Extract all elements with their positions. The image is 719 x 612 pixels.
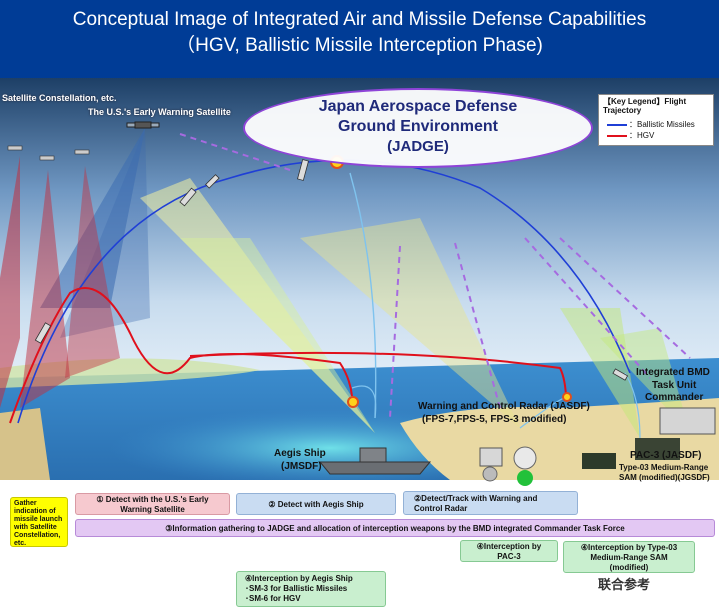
bmd-commander-line-3: Commander bbox=[645, 392, 704, 403]
step2b-line-2: Control Radar bbox=[414, 504, 468, 513]
legend: 【Key Legend】Flight Trajectory ：Ballistic… bbox=[598, 94, 714, 146]
gather-line-3: missile launch bbox=[14, 516, 63, 523]
gather-line-1: Gather bbox=[14, 500, 37, 507]
step4b-line-2: Medium-Range SAM bbox=[590, 553, 668, 562]
missile bbox=[34, 159, 629, 381]
step4a-line-1: ④Interception by bbox=[476, 542, 542, 551]
pac3-launcher bbox=[582, 453, 616, 469]
commander-terminal bbox=[659, 407, 716, 435]
legend-ballistic: ：Ballistic Missiles bbox=[607, 119, 695, 130]
step1-line-1: ① Detect with the U.S.'s Early bbox=[96, 495, 209, 504]
step4b-line-1: ④Interception by Type-03 bbox=[580, 543, 678, 552]
step2b-line-1: ②Detect/Track with Warning and bbox=[414, 494, 538, 503]
step4b-line-3: (modified) bbox=[609, 563, 649, 572]
watermark: 联合参考 bbox=[598, 577, 651, 592]
radar-beam bbox=[300, 218, 520, 428]
radar-dome bbox=[513, 446, 537, 470]
constellation-beam bbox=[20, 170, 70, 408]
bmd-commander-line-2: Task Unit bbox=[652, 380, 697, 391]
interceptor-trace bbox=[351, 385, 377, 419]
interceptor-trace bbox=[349, 172, 377, 419]
constellation-satellite-icon bbox=[7, 145, 90, 161]
step4c-line-3: ･SM-6 for HGV bbox=[245, 594, 301, 603]
hgv-trajectory bbox=[9, 287, 353, 424]
step3-label: ③Information gathering to JADGE and allo… bbox=[165, 524, 625, 533]
aegis-ship-unit-label: (JMSDF) bbox=[281, 461, 322, 472]
radar-building bbox=[479, 447, 503, 467]
sam-line-1: Type-03 Medium-Range bbox=[619, 463, 709, 472]
aegis-ship-superstructure bbox=[359, 447, 387, 463]
step1-box: ① Detect with the U.S.'s Early Warning S… bbox=[75, 493, 230, 515]
step2-label: ② Detect with Aegis Ship bbox=[268, 500, 364, 509]
step3-bar: ③Information gathering to JADGE and allo… bbox=[75, 519, 715, 537]
jadge-line-1: Japan Aerospace Defense bbox=[318, 98, 518, 115]
sam-launcher bbox=[635, 438, 680, 460]
pac3-label: PAC-3 (JASDF) bbox=[630, 450, 702, 461]
satellite-icon bbox=[126, 121, 160, 129]
jadge-line-2: Ground Environment bbox=[338, 118, 498, 135]
pac3-beam bbox=[560, 308, 640, 438]
legend-title: 【Key Legend】Flight Trajectory bbox=[603, 97, 687, 115]
jadge-callout: Japan Aerospace Defense Ground Environme… bbox=[243, 88, 593, 168]
hgv-trajectory bbox=[189, 351, 567, 397]
hgv-swatch bbox=[607, 134, 627, 137]
datalink-line bbox=[179, 133, 291, 171]
legend-hgv: ：HGV bbox=[607, 130, 654, 141]
radar-title-label: Warning and Control Radar (JASDF) bbox=[418, 401, 590, 412]
step4c-line-2: ･SM-3 for Ballistic Missiles bbox=[245, 584, 348, 593]
step4c-line-1: ④Interception by Aegis Ship bbox=[245, 574, 353, 583]
gather-line-5: Constellation, bbox=[14, 532, 61, 539]
step4a-line-2: PAC-3 bbox=[497, 552, 521, 561]
gather-line-4: with Satellite bbox=[14, 524, 57, 531]
ballistic-swatch bbox=[607, 123, 627, 126]
datalink-line bbox=[389, 245, 401, 419]
gather-line-6: etc. bbox=[14, 540, 27, 547]
step1-line-2: Warning Satellite bbox=[120, 505, 185, 514]
interceptor-trace bbox=[624, 372, 641, 439]
step4c-box: ④Interception by Aegis Ship ･SM-3 for Ba… bbox=[236, 571, 386, 607]
sam-line-2: SAM (modified)(JGSDF) bbox=[619, 473, 710, 482]
step2b-box: ②Detect/Track with Warning and Control R… bbox=[403, 491, 578, 515]
aegis-ship bbox=[318, 461, 432, 475]
page-subtitle: （HGV, Ballistic Missile Interception Pha… bbox=[176, 35, 543, 56]
legend-ballistic-label: ：Ballistic Missiles bbox=[629, 120, 695, 129]
aegis-beam bbox=[140, 178, 375, 433]
bmd-commander-line-1: Integrated BMD bbox=[636, 367, 710, 378]
aegis-beam bbox=[180, 238, 375, 433]
gather-line-2: indication of bbox=[14, 508, 56, 515]
radar-dome bbox=[482, 466, 498, 482]
intercept-burst bbox=[347, 396, 359, 408]
early-warning-satellite-label: The U.S.'s Early Warning Satellite bbox=[88, 107, 231, 117]
jadge-line-3: (JADGE) bbox=[387, 138, 449, 155]
datalink-line bbox=[524, 237, 651, 379]
aegis-ship-label: Aegis Ship bbox=[274, 448, 326, 459]
intercept-burst bbox=[562, 392, 572, 402]
gather-box: Gather indication of missile launch with… bbox=[10, 497, 68, 547]
title-banner: Conceptual Image of Integrated Air and M… bbox=[0, 0, 719, 78]
legend-hgv-label: ：HGV bbox=[629, 131, 655, 140]
satellite-beam bbox=[40, 128, 145, 308]
green-dome bbox=[517, 470, 533, 486]
datalink-line bbox=[559, 237, 691, 359]
satellite-constellation-label: Satellite Constellation, etc. bbox=[2, 93, 117, 103]
constellation-beam bbox=[0, 156, 20, 408]
step2-box: ② Detect with Aegis Ship bbox=[236, 493, 396, 515]
page-title: Conceptual Image of Integrated Air and M… bbox=[72, 9, 647, 30]
radar-models-label: (FPS-7,FPS-5, FPS-3 modified) bbox=[422, 414, 567, 425]
land-left-bottom bbox=[0, 408, 50, 480]
step4a-box: ④Interception by PAC-3 bbox=[460, 540, 558, 562]
step4b-box: ④Interception by Type-03 Medium-Range SA… bbox=[563, 541, 695, 573]
